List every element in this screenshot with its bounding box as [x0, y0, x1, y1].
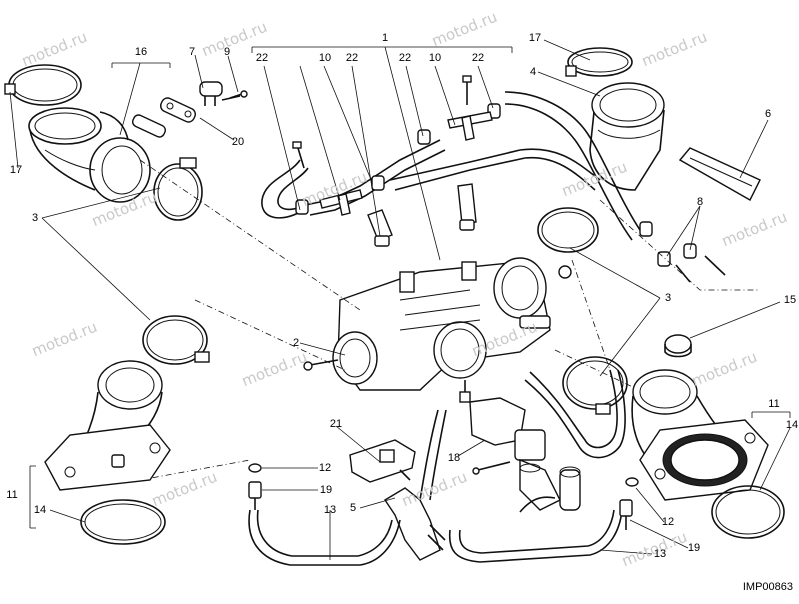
label-12-right: 12 — [661, 516, 675, 528]
label-17-right: 17 — [528, 32, 542, 44]
label-7: 7 — [188, 46, 196, 58]
label-22-c: 22 — [398, 52, 412, 64]
screw-left — [297, 147, 305, 169]
label-3-right: 3 — [664, 292, 672, 304]
label-19-right: 19 — [687, 542, 701, 554]
assembly-line-c — [139, 459, 251, 481]
label-1: 1 — [381, 32, 389, 44]
label-6: 6 — [764, 108, 772, 120]
intake-duct-16 — [28, 107, 151, 203]
label-13-left: 13 — [323, 504, 337, 516]
o-ring-14-left — [80, 499, 166, 545]
assembly-line-b — [194, 299, 346, 371]
sensor-21 — [349, 439, 416, 483]
label-19-left: 19 — [319, 484, 333, 496]
clamp-17-left — [4, 64, 82, 106]
rubber-sleeve-6 — [678, 147, 761, 201]
label-4: 4 — [529, 66, 537, 78]
injector-right — [457, 183, 477, 231]
intake-manifold-11-right — [631, 369, 769, 501]
clamp-3-upper-right — [537, 207, 599, 253]
label-14-right: 14 — [785, 419, 799, 431]
label-9: 9 — [223, 46, 231, 58]
fittings-8 — [657, 243, 726, 283]
rubber-grommet-15 — [664, 334, 692, 358]
label-11-left: 11 — [6, 489, 18, 501]
intake-manifold-11-left — [44, 360, 171, 491]
bracket-5 — [384, 487, 446, 561]
bracket-1 — [251, 46, 513, 53]
t-junction-10-right — [447, 111, 493, 141]
assembly-line-e — [571, 259, 611, 371]
label-15: 15 — [783, 294, 797, 306]
label-21: 21 — [329, 418, 343, 430]
label-3-left: 3 — [31, 212, 39, 224]
bracket-11-right — [751, 411, 791, 418]
assembly-line-a — [139, 159, 361, 311]
intake-duct-4 — [589, 82, 665, 191]
label-17-left: 17 — [9, 164, 23, 176]
hose-system-lower — [248, 369, 626, 566]
diagram-code: IMP00863 — [742, 581, 793, 593]
label-13-right: 13 — [653, 548, 667, 560]
sensor-7-bracket-20 — [132, 81, 248, 138]
clamp-17-right — [565, 47, 633, 77]
label-10-left: 10 — [318, 52, 332, 64]
label-11-right: 11 — [768, 398, 780, 410]
label-22-d: 22 — [471, 52, 485, 64]
label-12-left: 12 — [318, 462, 332, 474]
throttle-body-2 — [303, 257, 572, 391]
label-22-a: 22 — [255, 52, 269, 64]
fitting-12-right — [625, 477, 639, 487]
label-16: 16 — [134, 46, 148, 58]
label-22-b: 22 — [345, 52, 359, 64]
label-20: 20 — [231, 136, 245, 148]
clamp-3-lower-left — [142, 315, 210, 365]
fitting-19-right — [619, 499, 633, 530]
injector-left — [367, 209, 393, 247]
fitting-19-left — [248, 481, 262, 510]
t-junction-10-left — [319, 189, 363, 216]
idle-valve-18 — [459, 380, 581, 511]
assembly-line-f — [599, 199, 760, 291]
label-5: 5 — [349, 502, 357, 514]
label-14-left: 14 — [33, 504, 47, 516]
label-10-right: 10 — [428, 52, 442, 64]
label-2: 2 — [292, 337, 300, 349]
clamp-3-lower-right — [562, 356, 628, 415]
bracket-16 — [111, 62, 171, 68]
leader-lines — [9, 39, 791, 560]
o-ring-14-right — [711, 485, 785, 539]
label-8: 8 — [696, 196, 704, 208]
fitting-12-left — [248, 463, 262, 473]
bracket-11-left — [29, 465, 36, 529]
label-18: 18 — [447, 452, 461, 464]
clamp-3-upper-left — [153, 157, 203, 221]
